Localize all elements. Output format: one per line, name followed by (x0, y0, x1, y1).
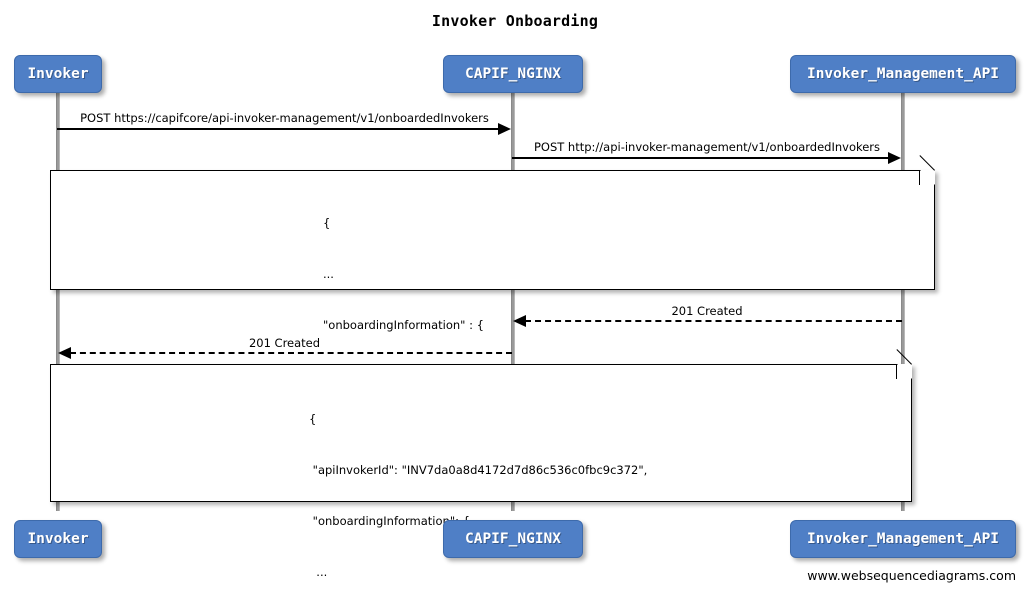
participant-label: CAPIF_NGINX (464, 66, 562, 82)
participant-label: Invoker_Management_API (806, 66, 1000, 82)
message-label-4: 201 Created (248, 336, 321, 350)
note-fold-corner (897, 364, 912, 379)
note-box-response-payload: { "apiInvokerId": "INV7da0a8d4172d7d86c5… (50, 349, 912, 579)
lifeline-capif-nginx (511, 93, 515, 511)
note-line: "apiInvokerId": "INV7da0a8d4172d7d86c536… (309, 463, 648, 477)
message-arrowhead-1 (498, 123, 511, 135)
participant-label: CAPIF_NGINX (464, 531, 562, 547)
note-box-request-payload: { ... "onboardingInformation" : { "apiIn… (50, 155, 935, 485)
note-line: "onboardingInformation" : { (323, 318, 484, 332)
message-line-2 (512, 157, 891, 159)
message-arrowhead-4 (58, 347, 71, 359)
lifeline-invoker (56, 93, 60, 511)
participant-capif-nginx-top[interactable]: CAPIF_NGINX (443, 55, 583, 93)
note-fold-vertical-edge (896, 364, 897, 379)
note-line: { (323, 216, 331, 230)
participant-invoker-bottom[interactable]: Invoker (14, 520, 102, 558)
note-fold-corner (920, 170, 935, 185)
message-label-2: POST http://api-invoker-management/v1/on… (533, 140, 881, 154)
note-fold-vertical-edge (919, 170, 920, 185)
participant-label: Invoker (27, 66, 89, 82)
message-label-3: 201 Created (671, 304, 743, 318)
participant-capif-nginx-bottom[interactable]: CAPIF_NGINX (443, 520, 583, 558)
note-line: ... (309, 565, 328, 579)
message-line-4 (70, 352, 512, 354)
message-arrowhead-3 (513, 315, 526, 327)
participant-invoker-management-api-bottom[interactable]: Invoker_Management_API (790, 520, 1016, 558)
participant-invoker-management-api-top[interactable]: Invoker_Management_API (790, 55, 1016, 93)
message-line-3 (525, 320, 902, 322)
participant-label: Invoker (27, 531, 89, 547)
footer-watermark: www.websequencediagrams.com (807, 568, 1016, 583)
message-arrowhead-2 (888, 152, 901, 164)
note-line: { (309, 412, 317, 426)
participant-invoker-top[interactable]: Invoker (14, 55, 102, 93)
message-label-1: POST https://capifcore/api-invoker-manag… (80, 111, 489, 125)
note-content-response: { "apiInvokerId": "INV7da0a8d4172d7d86c5… (309, 377, 1030, 593)
note-line: ... (323, 267, 334, 281)
participant-label: Invoker_Management_API (806, 531, 1000, 547)
note-fold-diagonal (919, 155, 935, 171)
message-line-1 (57, 128, 501, 130)
diagram-title: Invoker Onboarding (431, 12, 599, 30)
lifeline-invoker-management-api (901, 93, 905, 511)
